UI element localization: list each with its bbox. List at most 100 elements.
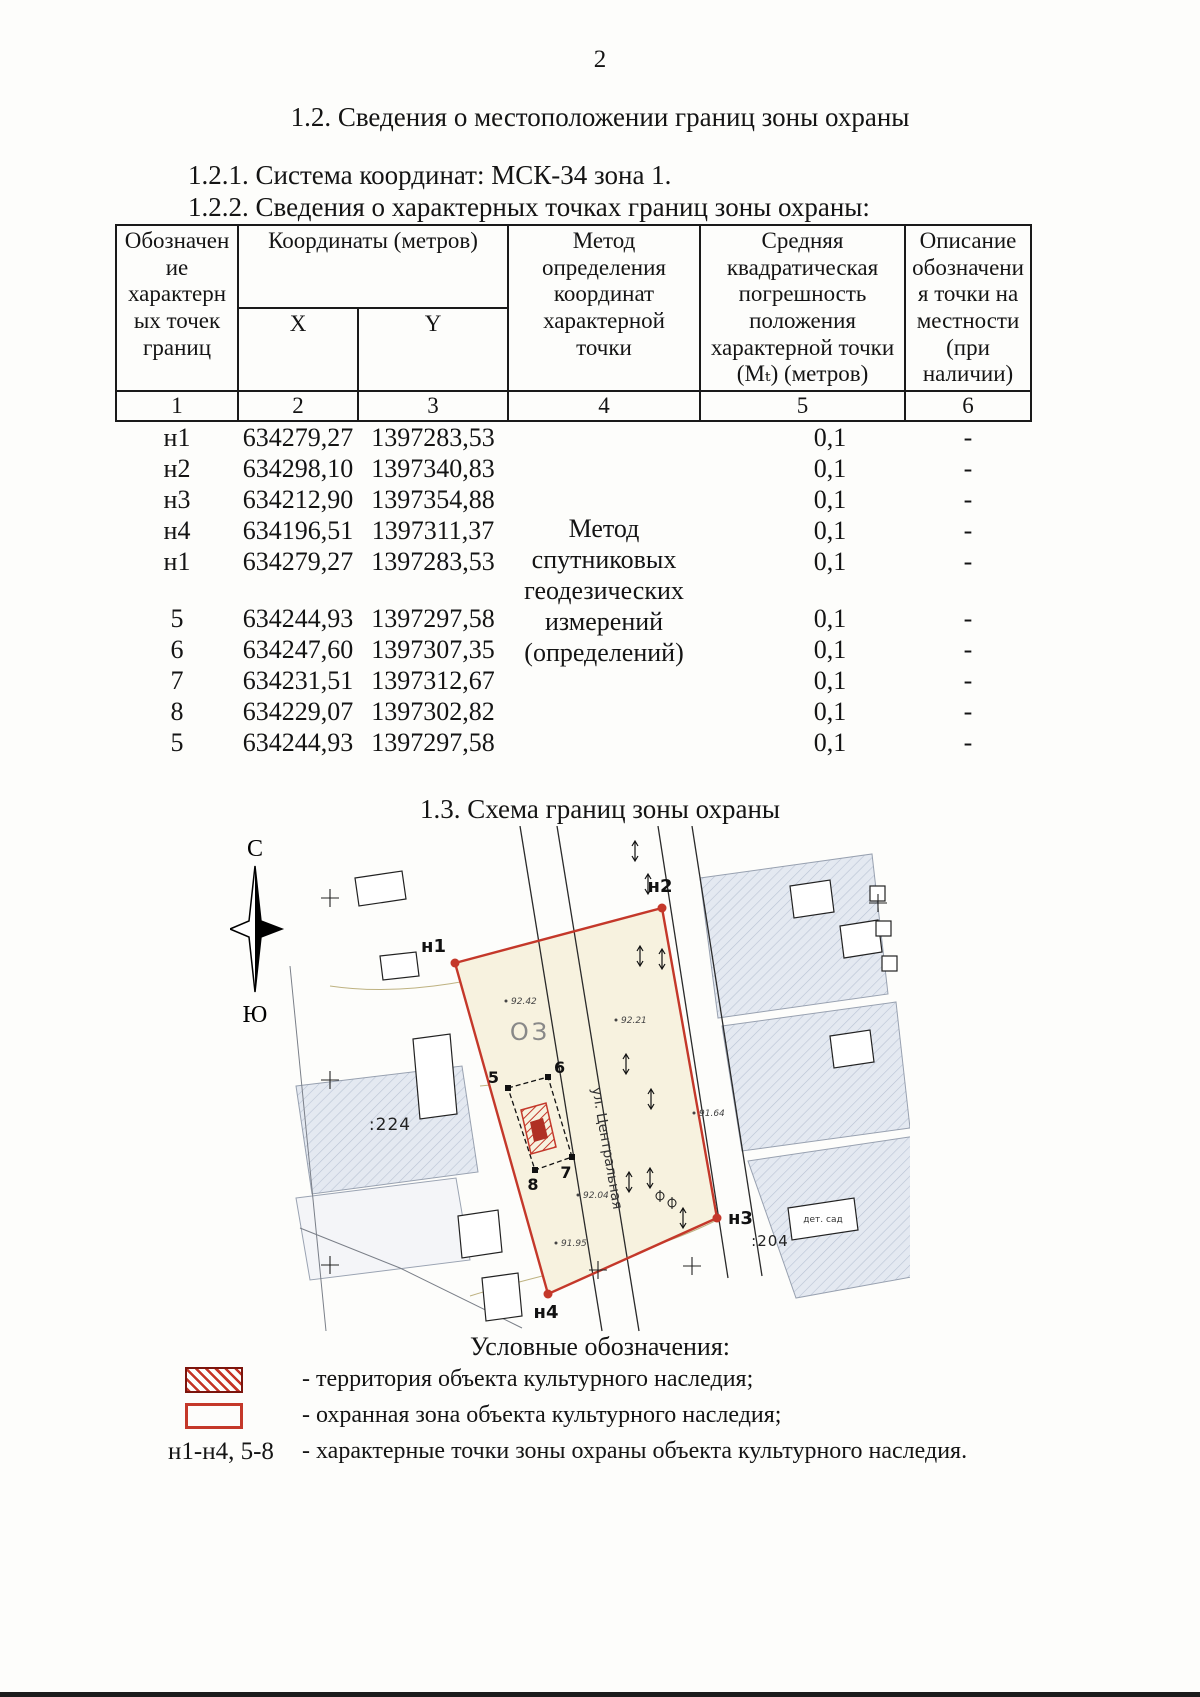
south-label: Ю: [243, 1002, 268, 1028]
cell-desc: -: [963, 666, 973, 696]
spot-mark-label: 92.21: [621, 1016, 647, 1026]
cell-desc: -: [963, 547, 973, 577]
zone-point-markers: [450, 903, 722, 1299]
grid-cross-icons: [321, 889, 887, 1279]
cell-x: 634196,51: [242, 516, 354, 546]
cell-y: 1397283,53: [371, 423, 495, 453]
point-label-n3: н3: [728, 1208, 753, 1229]
cell-x: 634212,90: [242, 485, 354, 515]
point-label-n1: н1: [421, 936, 446, 957]
cell-desc: -: [963, 454, 973, 484]
spot-mark-label: 92.04: [583, 1191, 609, 1201]
legend-item-points: н1-н4, 5-8 - характерные точки зоны охра…: [0, 1438, 1200, 1468]
col-number-5: 5: [699, 390, 907, 423]
table-row: н4 634196,51 1397311,37 0,1 -: [116, 515, 1031, 546]
table-row: н1 634279,27 1397283,53 Метод спутниковы…: [116, 421, 1031, 667]
cell-y: 1397297,58: [371, 604, 495, 634]
kindergarten-label: дет. сад: [803, 1215, 842, 1225]
cell-desc: -: [963, 516, 973, 546]
cell-point: 5: [170, 604, 184, 634]
legend-item-protection-zone: - охранная зона объекта культурного насл…: [0, 1402, 1200, 1432]
page-number: 2: [593, 46, 607, 73]
cell-y: 1397302,82: [371, 697, 495, 727]
cell-point: н3: [163, 485, 191, 515]
cell-mt: 0,1: [813, 697, 847, 727]
col-header-description: Описание обозначения точки на местности …: [904, 223, 1033, 393]
cell-y: 1397297,58: [371, 728, 495, 758]
deciduous-tree-icons: [655, 1190, 677, 1209]
protection-zone-fill: [455, 908, 717, 1294]
territory-hatch-swatch-icon: [185, 1367, 243, 1393]
cell-y: 1397311,37: [371, 516, 495, 546]
legend-item-text: - характерные точки зоны охраны объекта …: [302, 1438, 968, 1464]
cell-point: н1: [163, 423, 191, 453]
section-12-title: 1.2. Сведения о местоположении границ зо…: [290, 102, 910, 132]
cell-desc: -: [963, 728, 973, 758]
point-label-6: 6: [554, 1058, 565, 1077]
legend-title: Условные обозначения:: [469, 1332, 731, 1361]
zone-code-label: ОЗ: [510, 1018, 550, 1046]
col-header-coordinates: Координаты (метров): [236, 223, 510, 310]
north-label: С: [247, 836, 263, 862]
spot-mark-label: 91.95: [561, 1239, 587, 1249]
parcel-204-label: :204: [751, 1232, 789, 1250]
cell-x: 634298,10: [242, 454, 354, 484]
cell-mt: 0,1: [813, 423, 847, 453]
cell-desc: -: [963, 423, 973, 453]
point-label-n2: н2: [648, 876, 673, 897]
cell-x: 634231,51: [242, 666, 354, 696]
cell-y: 1397340,83: [371, 454, 495, 484]
cell-mt: 0,1: [813, 728, 847, 758]
cell-x: 634244,93: [242, 604, 354, 634]
col-header-y: Y: [356, 307, 510, 393]
table-row: 5 634244,93 1397297,58 0,1 -: [116, 603, 1031, 634]
cell-y: 1397312,67: [371, 666, 495, 696]
table-row: 8 634229,07 1397302,82 0,1 -: [116, 696, 1031, 727]
cell-mt: 0,1: [813, 516, 847, 546]
context-boundary-lines: [289, 965, 523, 1332]
section-13-title: 1.3. Схема границ зоны охраны: [419, 794, 781, 824]
section-122-line: 1.2.2. Сведения о характерных точках гра…: [188, 192, 870, 222]
col-header-method: Метод определения координат характерной …: [507, 223, 702, 393]
object-point-markers: [505, 1074, 575, 1173]
col-header-rmse: Средняя квадратическая погрешность полож…: [699, 223, 907, 393]
spot-mark-label: 91.64: [699, 1109, 725, 1119]
cell-point: н4: [163, 516, 191, 546]
col-number-2: 2: [237, 390, 359, 423]
section-121-line: 1.2.1. Система координат: МСК-34 зона 1.: [188, 160, 672, 190]
col-number-4: 4: [507, 390, 702, 423]
legend-item-territory: - территория объекта культурного наследи…: [0, 1366, 1200, 1396]
legend-item-text: - охранная зона объекта культурного насл…: [302, 1402, 782, 1428]
cell-method: Метод спутниковых геодезических измерени…: [524, 513, 684, 667]
point-label-n4: н4: [534, 1302, 559, 1323]
cell-point: 7: [170, 666, 184, 696]
buildings: [354, 870, 898, 1322]
col-number-1: 1: [115, 390, 239, 423]
col-header-x: X: [237, 307, 359, 393]
point-label-8: 8: [527, 1175, 538, 1194]
point-label-7: 7: [560, 1163, 571, 1182]
characteristic-points-table: Обозначение характерных точек границ Коо…: [115, 223, 1033, 758]
legend-item-text: - территория объекта культурного наследи…: [302, 1366, 754, 1392]
col-header-designation: Обозначение характерных точек границ: [115, 223, 239, 393]
cell-point: н2: [163, 454, 191, 484]
parcel-224-label: :224: [369, 1115, 411, 1135]
spot-elevation-marks: 92.42 92.21 91.64 92.04 91.95: [504, 997, 725, 1249]
col-number-3: 3: [356, 390, 510, 423]
cell-mt: 0,1: [813, 485, 847, 515]
table-row: н1 634279,27 1397283,53 0,1 -: [116, 546, 1031, 577]
boundary-scheme-map: 92.42 92.21 91.64 92.04 91.95 С Ю н1 н2 …: [230, 826, 910, 1334]
cell-point: 5: [170, 728, 184, 758]
heritage-object-area: [507, 1076, 573, 1171]
table-row: н3 634212,90 1397354,88 0,1 -: [116, 484, 1031, 515]
table-row: 6 634247,60 1397307,35 0,1 -: [116, 634, 1031, 665]
cell-desc: -: [963, 697, 973, 727]
table-row: н2 634298,10 1397340,83 0,1 -: [116, 453, 1031, 484]
cell-mt: 0,1: [813, 635, 847, 665]
cell-desc: -: [963, 604, 973, 634]
cell-y: 1397354,88: [371, 485, 495, 515]
table-row: 7 634231,51 1397312,67 0,1 -: [116, 665, 1031, 696]
cell-x: 634247,60: [242, 635, 354, 665]
cell-x: 634279,27: [242, 423, 354, 453]
